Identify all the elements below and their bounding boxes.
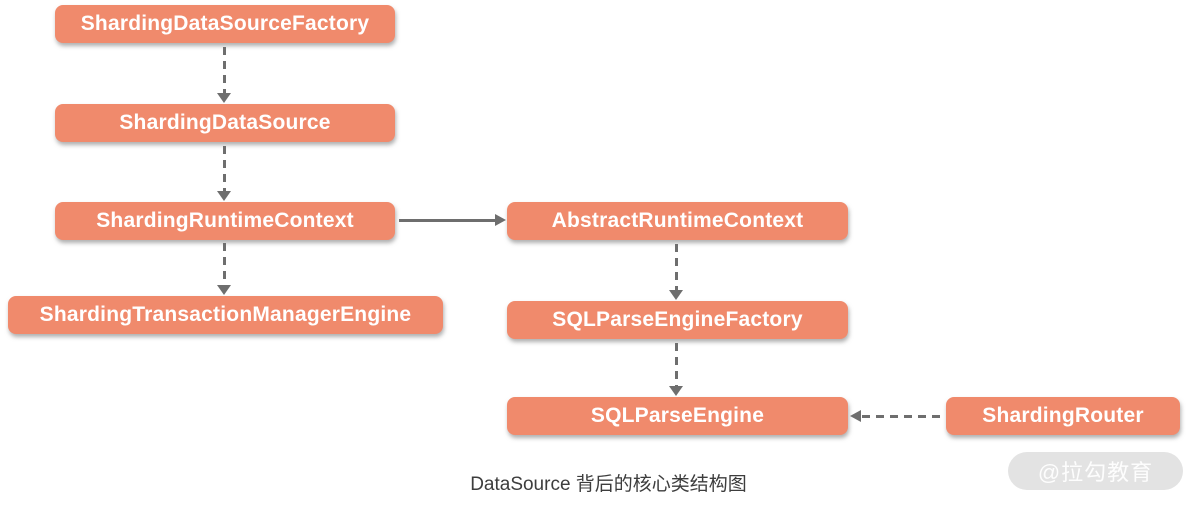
node-sharding-data-source: ShardingDataSource	[55, 104, 395, 142]
node-sharding-data-source-factory: ShardingDataSourceFactory	[55, 5, 395, 43]
edge-line	[675, 343, 678, 386]
arrowhead-left-icon	[850, 410, 861, 422]
arrowhead-down-icon	[217, 285, 231, 295]
edge-line	[675, 244, 678, 290]
node-sharding-runtime-context: ShardingRuntimeContext	[55, 202, 395, 240]
arrowhead-down-icon	[217, 191, 231, 201]
node-sql-parse-engine-factory: SQLParseEngineFactory	[507, 301, 848, 339]
edge-line	[223, 47, 226, 93]
watermark-badge: @拉勾教育	[1008, 452, 1183, 490]
edge-line	[862, 415, 944, 418]
node-sharding-transaction-manager-engine: ShardingTransactionManagerEngine	[8, 296, 443, 334]
diagram-caption: DataSource 背后的核心类结构图	[470, 474, 747, 495]
edge-line	[399, 219, 495, 222]
arrowhead-right-icon	[495, 214, 506, 226]
node-sharding-router: ShardingRouter	[946, 397, 1180, 435]
node-sql-parse-engine: SQLParseEngine	[507, 397, 848, 435]
arrowhead-down-icon	[217, 93, 231, 103]
node-abstract-runtime-context: AbstractRuntimeContext	[507, 202, 848, 240]
edge-line	[223, 243, 226, 285]
arrowhead-down-icon	[669, 386, 683, 396]
arrowhead-down-icon	[669, 290, 683, 300]
edge-line	[223, 146, 226, 191]
